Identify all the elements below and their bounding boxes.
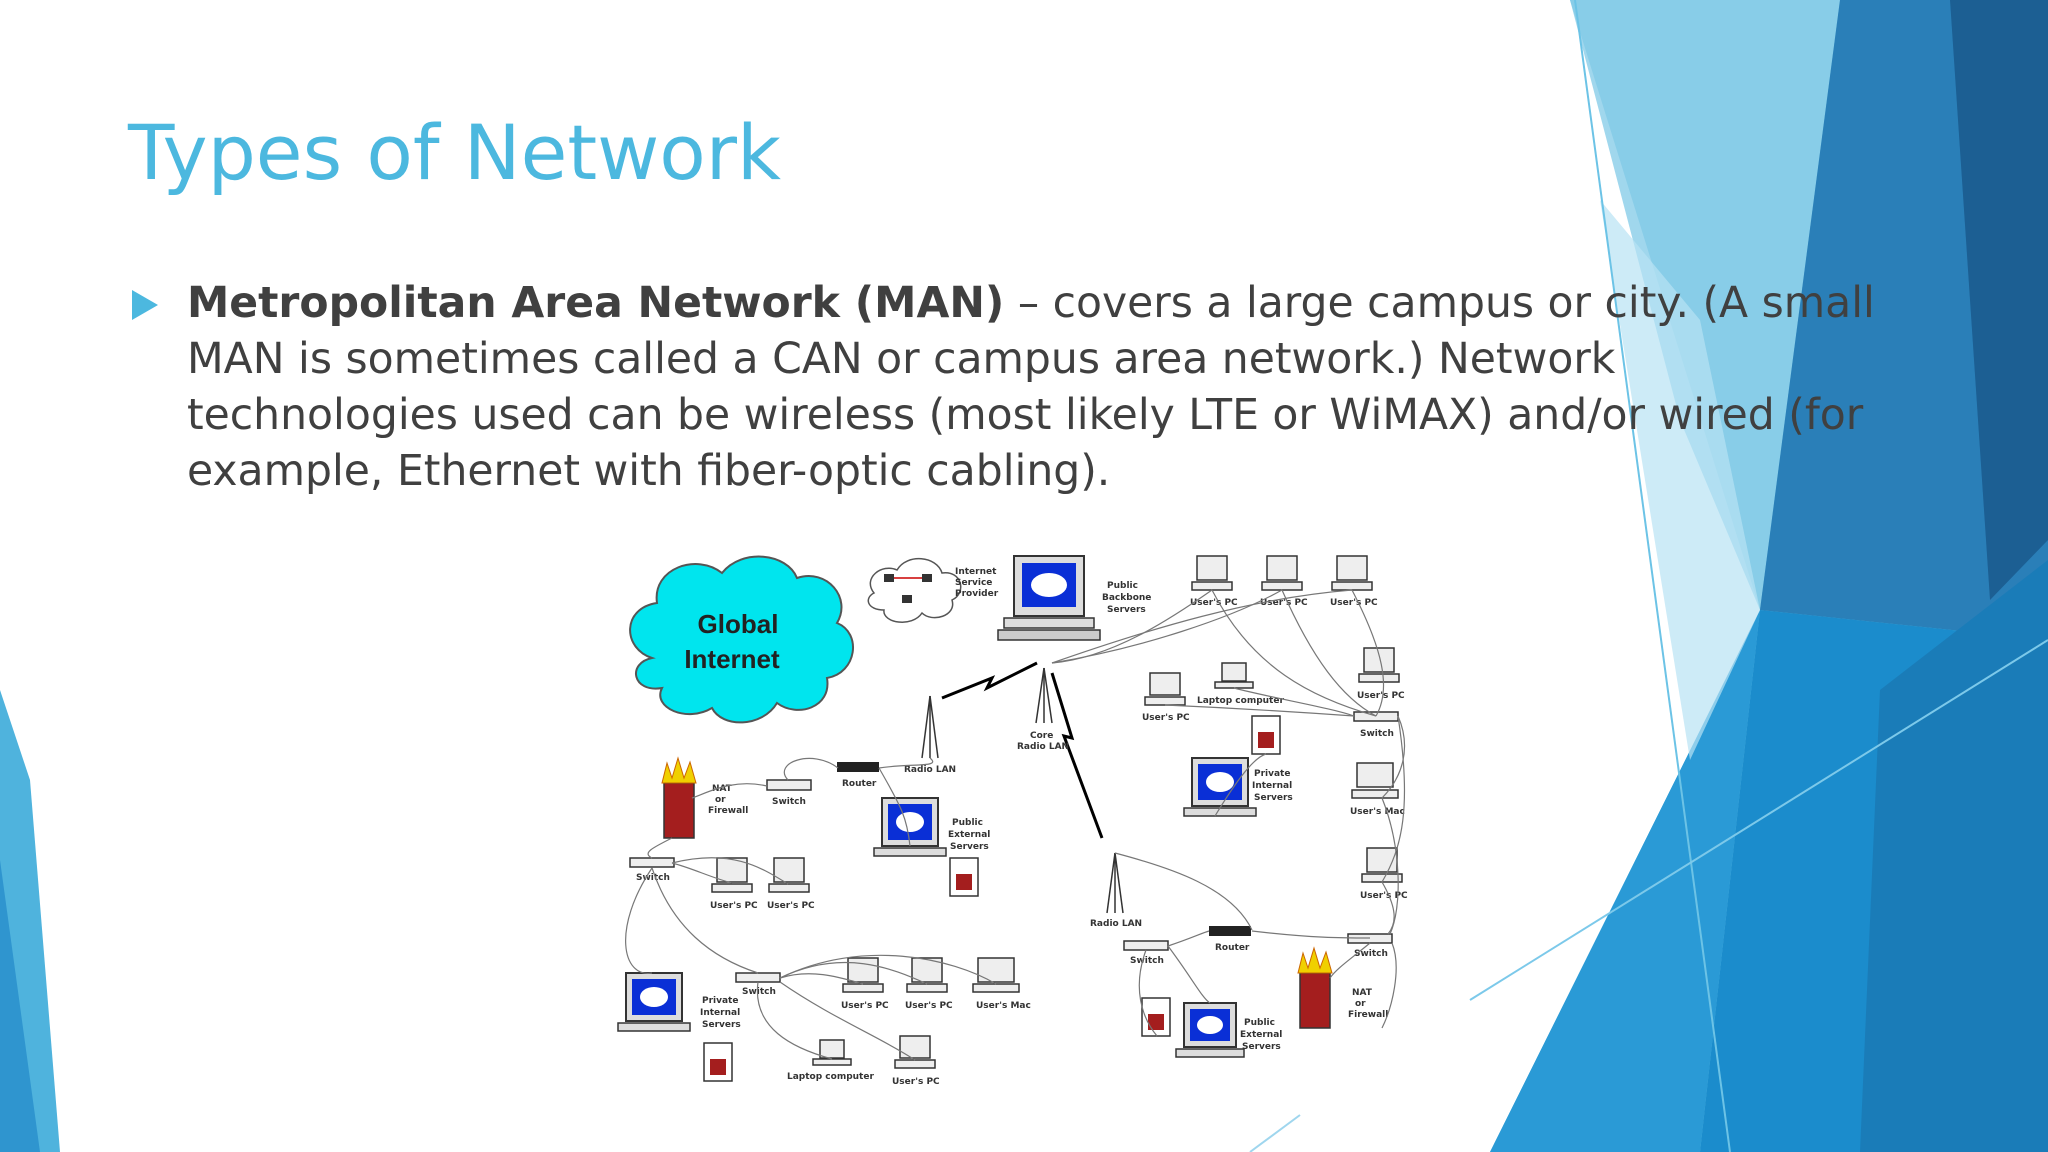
- svg-text:Firewall: Firewall: [1348, 1010, 1388, 1020]
- svg-text:User's PC: User's PC: [767, 901, 815, 911]
- svg-text:Router: Router: [842, 779, 877, 789]
- svg-text:External: External: [1240, 1030, 1282, 1040]
- svg-text:Public: Public: [1244, 1018, 1275, 1028]
- slide-title: Types of Network: [128, 108, 782, 197]
- svg-text:Radio LAN: Radio LAN: [1090, 919, 1142, 929]
- svg-text:Core: Core: [1030, 731, 1053, 741]
- svg-text:Servers: Servers: [1242, 1042, 1281, 1052]
- svg-text:Radio LAN: Radio LAN: [904, 765, 956, 775]
- svg-text:User's PC: User's PC: [1360, 891, 1408, 901]
- svg-text:Servers: Servers: [1254, 793, 1293, 803]
- svg-text:Switch: Switch: [1360, 729, 1394, 739]
- bullet-term: Metropolitan Area Network (MAN): [187, 279, 1005, 328]
- svg-text:User's Mac: User's Mac: [976, 1001, 1031, 1011]
- svg-text:User's PC: User's PC: [905, 1001, 953, 1011]
- cloud-label-global: Global: [698, 609, 779, 639]
- svg-text:Laptop computer: Laptop computer: [787, 1072, 874, 1082]
- svg-text:Laptop computer: Laptop computer: [1197, 696, 1284, 706]
- svg-text:User's PC: User's PC: [1260, 598, 1308, 608]
- svg-text:Switch: Switch: [772, 797, 806, 807]
- svg-text:Provider: Provider: [955, 589, 999, 599]
- firewall-left-icon: [661, 756, 697, 839]
- svg-text:or: or: [715, 795, 726, 805]
- svg-text:Private: Private: [1254, 769, 1290, 779]
- svg-text:Internal: Internal: [1252, 781, 1292, 791]
- svg-text:or: or: [1355, 999, 1366, 1009]
- svg-text:Servers: Servers: [702, 1020, 741, 1030]
- svg-text:User's PC: User's PC: [1330, 598, 1378, 608]
- firewall-right-icon: [1297, 946, 1333, 1029]
- svg-text:Public: Public: [952, 818, 983, 828]
- svg-text:NAT: NAT: [712, 784, 733, 794]
- svg-text:User's PC: User's PC: [841, 1001, 889, 1011]
- svg-text:Router: Router: [1215, 943, 1250, 953]
- global-internet-cloud-icon: [629, 555, 854, 724]
- svg-text:Public: Public: [1107, 581, 1138, 591]
- svg-text:Servers: Servers: [1107, 605, 1146, 615]
- svg-text:Backbone: Backbone: [1102, 593, 1151, 603]
- bullet-text: Metropolitan Area Network (MAN) – covers…: [187, 276, 1877, 500]
- svg-text:User's PC: User's PC: [1142, 713, 1190, 723]
- svg-text:Private: Private: [702, 996, 738, 1006]
- svg-text:Internet: Internet: [955, 567, 997, 577]
- svg-text:Switch: Switch: [1130, 956, 1164, 966]
- svg-text:Radio LAN: Radio LAN: [1017, 742, 1069, 752]
- svg-text:User's PC: User's PC: [1190, 598, 1238, 608]
- cloud-label-internet: Internet: [684, 644, 780, 674]
- backbone-server-icon: [997, 555, 1101, 641]
- svg-text:User's PC: User's PC: [710, 901, 758, 911]
- svg-text:Internal: Internal: [700, 1008, 740, 1018]
- svg-text:Switch: Switch: [1354, 949, 1388, 959]
- svg-text:NAT: NAT: [1352, 988, 1373, 998]
- svg-text:User's PC: User's PC: [1357, 691, 1405, 701]
- bullet-arrow-icon: [132, 290, 158, 320]
- svg-text:Switch: Switch: [636, 873, 670, 883]
- svg-text:External: External: [948, 830, 990, 840]
- svg-text:Firewall: Firewall: [708, 806, 748, 816]
- bullet-description: – covers a large campus or city. (A smal…: [187, 279, 1875, 496]
- svg-text:Servers: Servers: [950, 842, 989, 852]
- svg-text:Service: Service: [955, 578, 992, 588]
- man-network-diagram: Global Internet Internet Service Provide…: [612, 548, 1412, 1104]
- svg-text:User's PC: User's PC: [892, 1077, 940, 1087]
- svg-text:Switch: Switch: [742, 987, 776, 997]
- svg-text:User's Mac: User's Mac: [1350, 807, 1405, 817]
